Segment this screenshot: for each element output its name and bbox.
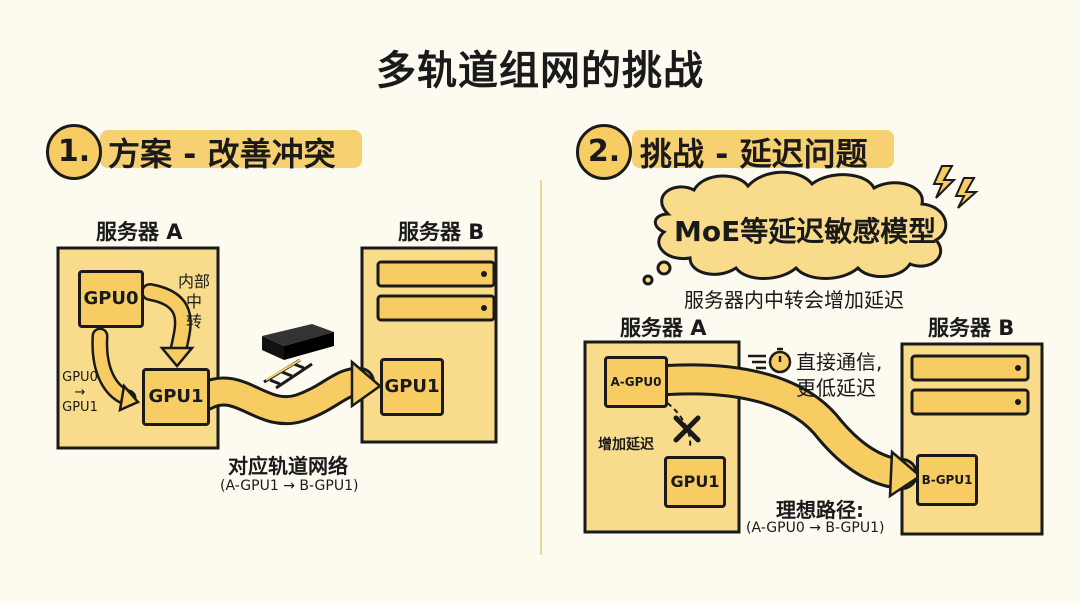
server-b-drive-1: [376, 260, 496, 288]
section2-number-badge: 2.: [576, 124, 632, 180]
added-latency-label: 增加延迟: [598, 437, 654, 453]
section1-title: 方案 - 改善冲突: [108, 135, 336, 173]
server-b-label: 服务器 B: [398, 220, 485, 244]
internal-relay-label: 内部 中 转: [177, 272, 210, 331]
thought-bubble: [642, 170, 948, 286]
direct-comm-line2: 更低延迟: [796, 376, 876, 400]
internal-relay-arrow: [143, 285, 190, 359]
rail-network-arrow: [194, 369, 372, 423]
section2-title: 挑战 - 延迟问题: [640, 135, 868, 173]
bubble-label: MoE等延迟敏感模型: [674, 215, 937, 248]
direct-comm-line1: 直接通信,: [796, 350, 883, 374]
ladder-icon: [263, 358, 313, 390]
b-gpu1-chip: B-GPU1: [916, 454, 978, 506]
server-b2-label: 服务器 B: [928, 316, 1015, 340]
ideal-route-label: (A-GPU0 → B-GPU1): [746, 520, 885, 536]
cross-icon: [673, 415, 701, 443]
server-a2-label: 服务器 A: [620, 316, 707, 340]
rail-path-label: (A-GPU1 → B-GPU1): [220, 478, 359, 494]
section2-subtitle: 服务器内中转会增加延迟: [684, 288, 904, 312]
server-a-label: 服务器 A: [96, 220, 183, 244]
a-gpu1-chip: GPU1: [664, 456, 726, 508]
section2-title-highlight: [632, 130, 894, 168]
gpu0-to-gpu1-label: GPU0 → GPU1: [62, 370, 98, 415]
section-divider: [540, 180, 542, 555]
lightning-icon: [932, 165, 979, 209]
rail-network-label: 对应轨道网络: [228, 454, 348, 478]
rail-switch-icon: [262, 324, 334, 360]
relay-dashed-path: [659, 397, 692, 449]
server-b2-drive-2: [910, 388, 1030, 416]
ideal-path-label: 理想路径:: [776, 498, 864, 522]
section1-number-badge: 1.: [46, 124, 102, 180]
gpu1-a-chip: GPU1: [142, 368, 210, 426]
a-gpu0-chip: A-GPU0: [604, 356, 668, 408]
ideal-path-arrow: [655, 366, 915, 487]
gpu1-b-chip: GPU1: [380, 358, 444, 416]
section1-title-highlight: [100, 130, 362, 168]
gpu0-chip: GPU0: [78, 270, 144, 328]
server-b-drive-2: [376, 294, 496, 322]
server-b2-drive-1: [910, 354, 1030, 382]
page-title: 多轨道组网的挑战: [376, 48, 704, 94]
stopwatch-icon: [748, 347, 792, 374]
